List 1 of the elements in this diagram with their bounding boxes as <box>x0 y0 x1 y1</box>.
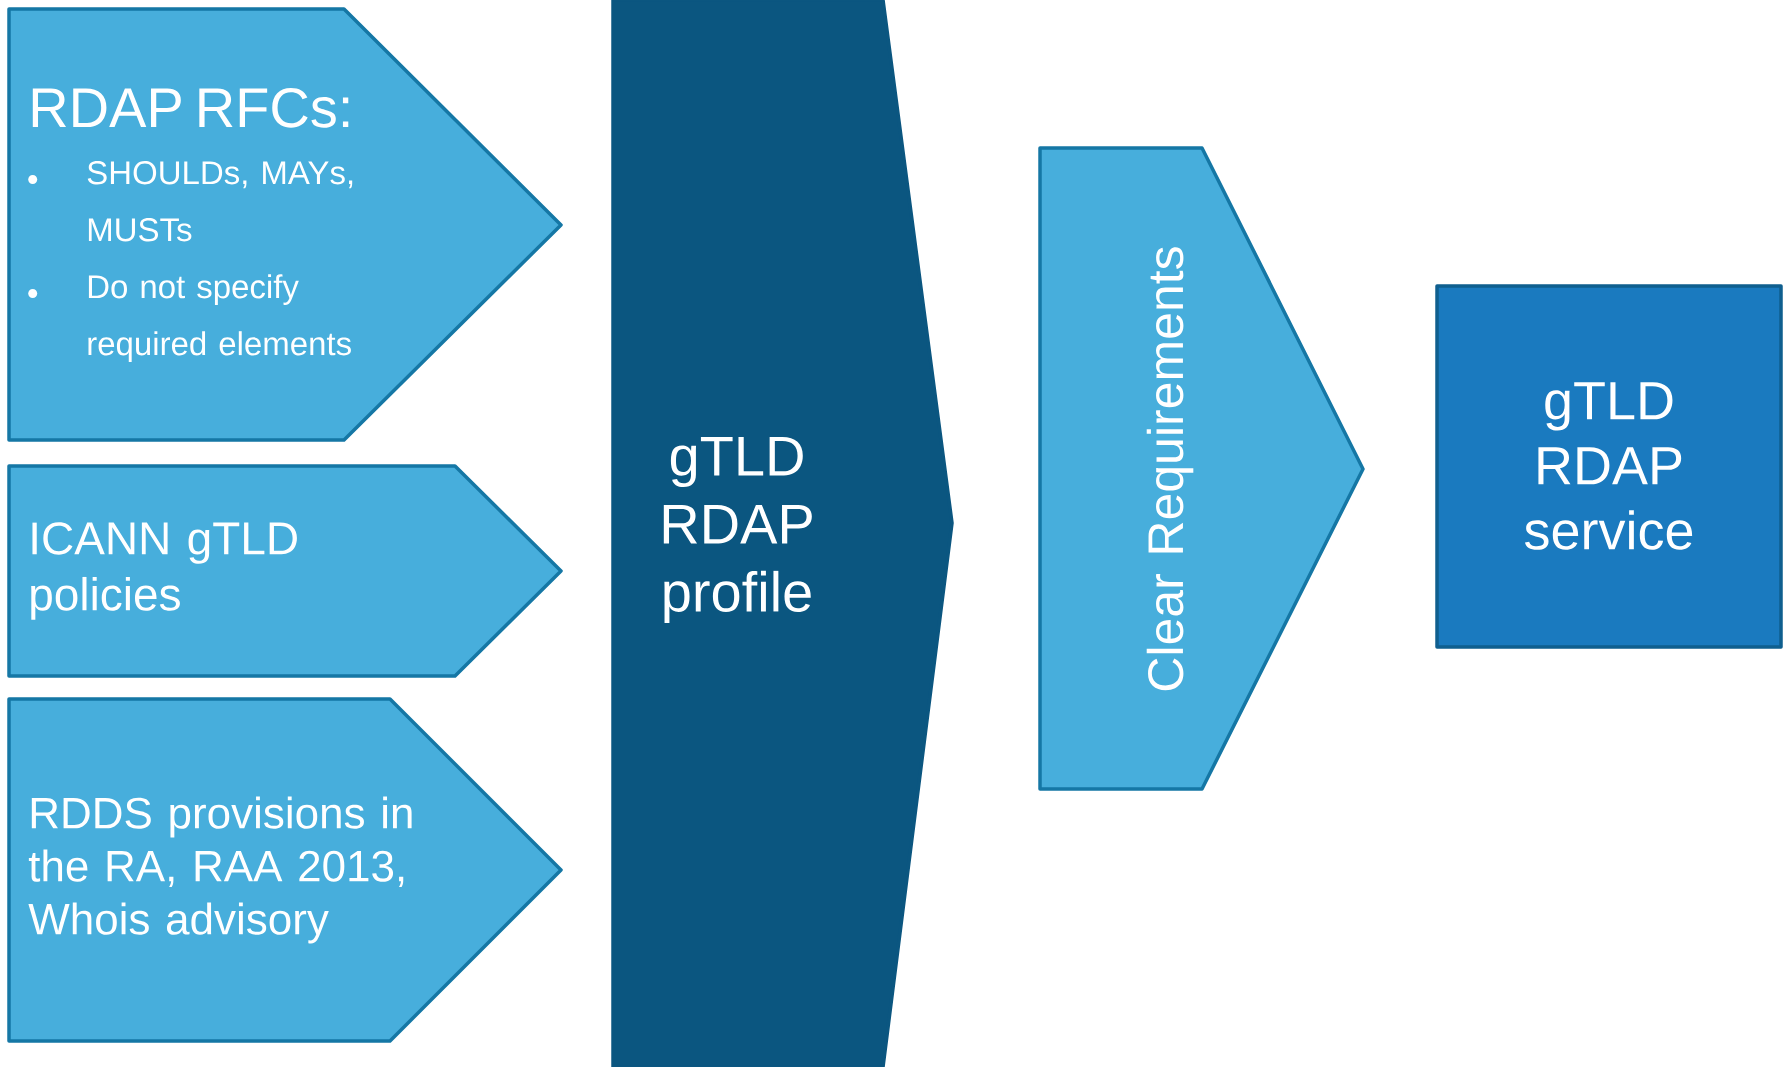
service-box: gTLD RDAP service <box>1435 284 1783 649</box>
